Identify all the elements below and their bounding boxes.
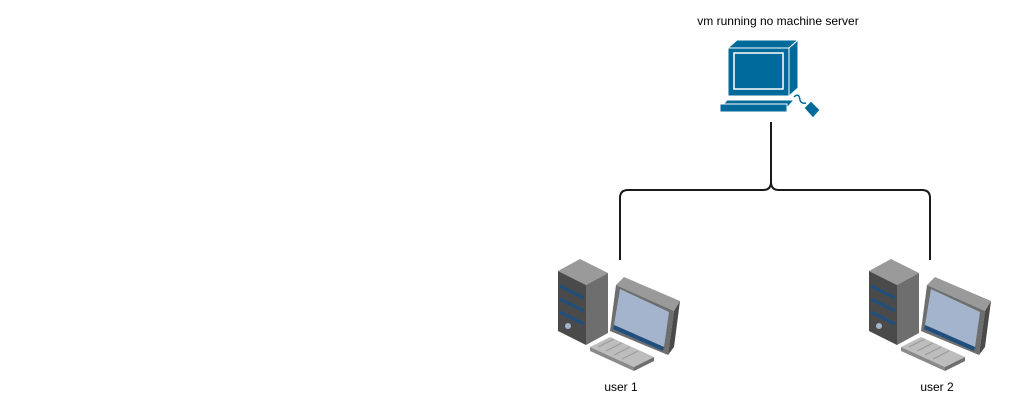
server-terminal-icon[interactable] xyxy=(718,38,821,119)
server-label: vm running no machine server xyxy=(697,14,859,28)
user1-workstation-icon[interactable] xyxy=(558,259,680,371)
user1-label: user 1 xyxy=(604,380,638,394)
user2-workstation-icon[interactable] xyxy=(869,259,991,371)
connector-lines xyxy=(619,122,931,260)
edge-server-user2[interactable] xyxy=(770,122,931,260)
user2-label: user 2 xyxy=(920,380,954,394)
edge-server-user1[interactable] xyxy=(619,122,772,260)
